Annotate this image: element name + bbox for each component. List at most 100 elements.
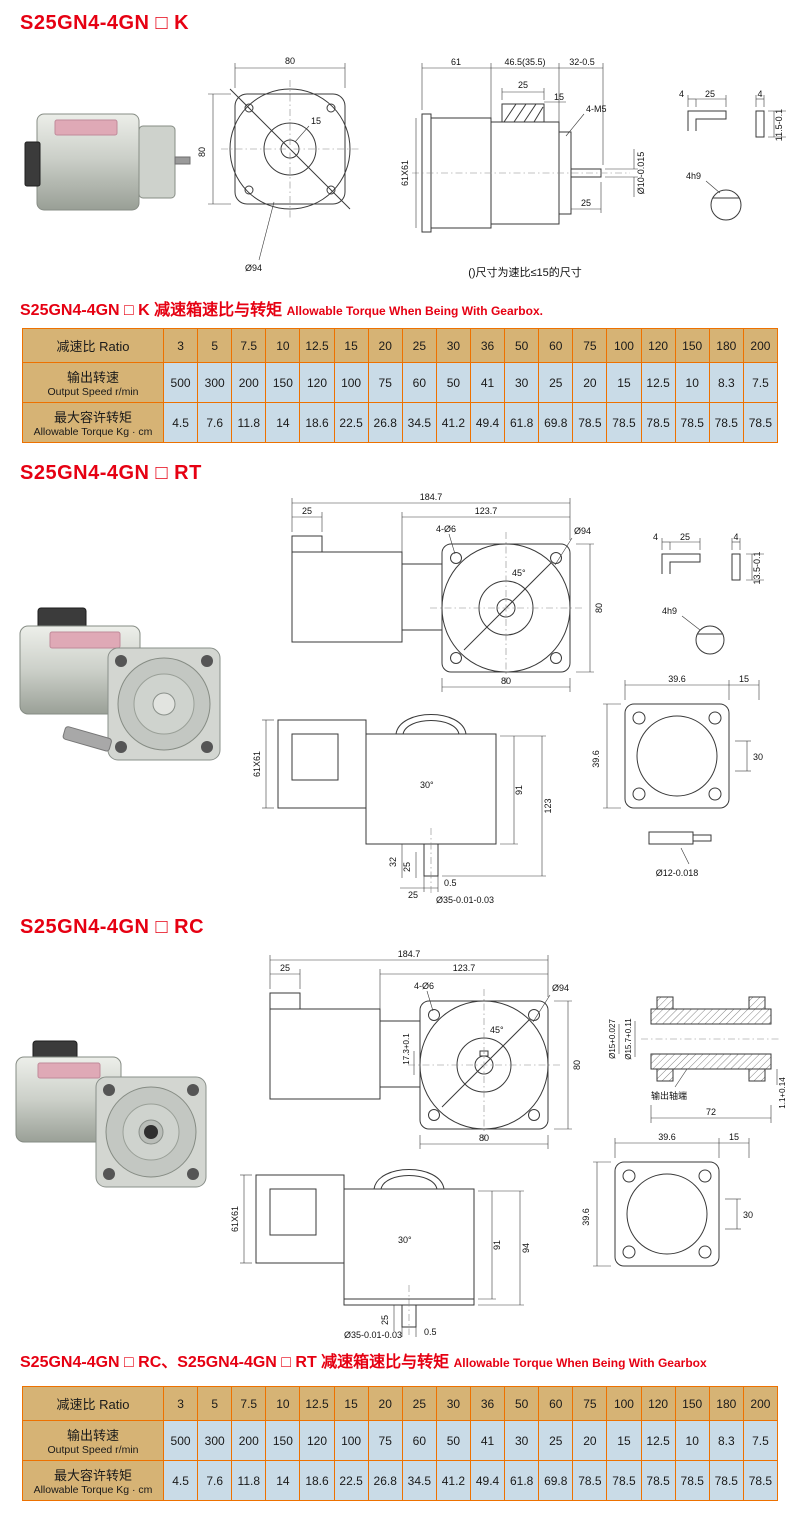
rt-top-outline xyxy=(291,535,571,673)
dim-label: 25 xyxy=(680,532,690,542)
dim-label: 80 xyxy=(197,147,207,157)
k-keyway-detail: 4 25 4 11.5-0.1 4h9 xyxy=(679,89,786,221)
rt-output-flange-view: 39.6 15 39.6 30 Ø12-0.018 xyxy=(591,674,763,878)
spec-cell: 500 xyxy=(162,362,199,403)
k-table-heading: S25GN4-4GN □ K 减速箱速比与转矩 Allowable Torque… xyxy=(20,296,543,320)
spec-cell: 11.8 xyxy=(231,402,267,443)
dim-label: 15 xyxy=(554,92,564,102)
spec-cell: 60 xyxy=(401,1420,437,1461)
spec-cell: 120 xyxy=(640,328,676,363)
spec-cell: 18.6 xyxy=(299,1460,335,1501)
dim-label: 4-Ø6 xyxy=(436,524,456,534)
motor-photo-rt-art xyxy=(19,607,221,761)
ratio-note: ()尺寸为速比≤15的尺寸 xyxy=(468,265,582,279)
dim-label: 25 xyxy=(280,963,290,973)
dim-label: Ø15.7+0.11 xyxy=(624,1018,633,1060)
spec-cell: 34.5 xyxy=(401,402,437,443)
rc-side-view: 61X61 30° 91 94 25 0.5 Ø35-0.01-0.03 xyxy=(230,1169,531,1340)
spec-cell: 78.5 xyxy=(708,402,744,443)
rc-flange-outline xyxy=(614,1161,720,1267)
dim-label: 15 xyxy=(311,116,321,126)
dim-label: 46.5(35.5) xyxy=(504,57,545,67)
angle-label: 30° xyxy=(420,780,434,790)
spec-cell: 15 xyxy=(333,328,369,363)
motor-photo-rt xyxy=(19,607,221,761)
spec-cell: 26.8 xyxy=(367,402,403,443)
rt-top-view: 184.7 25 123.7 4-Ø6 Ø94 45° 80 80 xyxy=(291,492,604,692)
spec-cell: 100 xyxy=(606,1386,642,1421)
spec-cell: 61.8 xyxy=(504,1460,540,1501)
spec-cell: 150 xyxy=(265,1420,301,1461)
spec-cell: 25 xyxy=(401,1386,437,1421)
dim-label: 123 xyxy=(543,798,553,813)
row-label-cn: 最大容许转矩 xyxy=(53,410,132,425)
row-label-cn: 减速比 Ratio xyxy=(56,339,130,354)
dim-label: 184.7 xyxy=(420,492,443,502)
spec-cell: 78.5 xyxy=(640,1460,676,1501)
dim-label: 25 xyxy=(408,890,418,900)
spec-cell: 120 xyxy=(299,362,335,403)
k-keyway-dim-lines xyxy=(687,95,786,194)
rt-top-dim-lines xyxy=(291,498,594,692)
dim-label: 4h9 xyxy=(686,171,701,181)
spec-cell: 300 xyxy=(197,1420,233,1461)
rt-keyway-outline xyxy=(661,553,741,655)
dim-label: 13.5-0.1 xyxy=(752,551,762,584)
spec-cell: 4.5 xyxy=(162,402,199,443)
spec-cell: 200 xyxy=(231,362,267,403)
dim-label: 17.3+0.1 xyxy=(402,1033,411,1065)
row-label-cn: 输出转速 xyxy=(66,370,119,385)
dim-label: 80 xyxy=(501,676,511,686)
k-table-heading-en: Allowable Torque When Being With Gearbox… xyxy=(286,304,543,318)
spec-cell: 41 xyxy=(469,362,506,403)
spec-cell: 78.5 xyxy=(606,1460,642,1501)
dim-label: 25 xyxy=(581,198,591,208)
spec-cell: 78.5 xyxy=(674,402,710,443)
dim-label: 11.5-0.1 xyxy=(774,109,784,141)
dim-label: 25 xyxy=(380,1315,390,1325)
spec-cell: 10 xyxy=(265,328,301,363)
dim-label: 15 xyxy=(739,674,749,684)
spec-cell: 69.8 xyxy=(538,1460,574,1501)
spec-cell: 50 xyxy=(435,1420,471,1461)
spec-cell: 4.5 xyxy=(162,1460,199,1501)
motor-photo-rc xyxy=(15,1040,207,1188)
spec-cell: 60 xyxy=(401,362,437,403)
dim-label: 1.1+0.14 xyxy=(778,1077,787,1109)
rc-shaft-section: Ø15+0.027 Ø15.7+0.11 输出轴端 72 1.1+0.14 xyxy=(608,996,787,1123)
angle-label: 45° xyxy=(490,1025,504,1035)
shaft-end-label: 输出轴端 xyxy=(651,1090,687,1101)
spec-cell: 20 xyxy=(367,1386,403,1421)
spec-cell: 75 xyxy=(367,362,403,403)
spec-cell: 30 xyxy=(504,362,540,403)
dim-label: 123.7 xyxy=(475,506,498,516)
dim-label: 32-0.5 xyxy=(569,57,595,67)
spec-cell: 41.2 xyxy=(435,1460,471,1501)
bottom-table-heading-cn: S25GN4-4GN □ RC、S25GN4-4GN □ RT 减速箱速比与转矩 xyxy=(20,1354,450,1371)
spec-cell: 18.6 xyxy=(299,402,335,443)
spec-cell: 150 xyxy=(674,328,710,363)
dim-label: 25 xyxy=(705,89,715,99)
spec-cell: 78.5 xyxy=(674,1460,710,1501)
spec-cell: 3 xyxy=(162,1386,199,1421)
spec-cell: 26.8 xyxy=(367,1460,403,1501)
dim-label: 4 xyxy=(757,89,762,99)
spec-cell: 14 xyxy=(265,1460,301,1501)
dim-label: 61X61 xyxy=(252,751,262,777)
spec-cell: 14 xyxy=(265,402,301,443)
spec-cell: 200 xyxy=(742,328,779,363)
dim-label: Ø15+0.027 xyxy=(608,1019,617,1059)
rt-side-view: 61X61 30° 91 123 32 25 25 0.5 Ø35-0.01-0… xyxy=(252,714,553,905)
spec-cell: 7.5 xyxy=(231,328,267,363)
dim-label: 4-Ø6 xyxy=(414,981,434,991)
rt-flange-outline xyxy=(624,703,730,845)
row-label-en: Output Speed r/min xyxy=(47,386,139,398)
dim-label: 80 xyxy=(572,1060,582,1070)
dim-label: 0.5 xyxy=(424,1327,437,1337)
angle-label: 45° xyxy=(512,568,526,578)
dim-label: 25 xyxy=(402,862,412,872)
